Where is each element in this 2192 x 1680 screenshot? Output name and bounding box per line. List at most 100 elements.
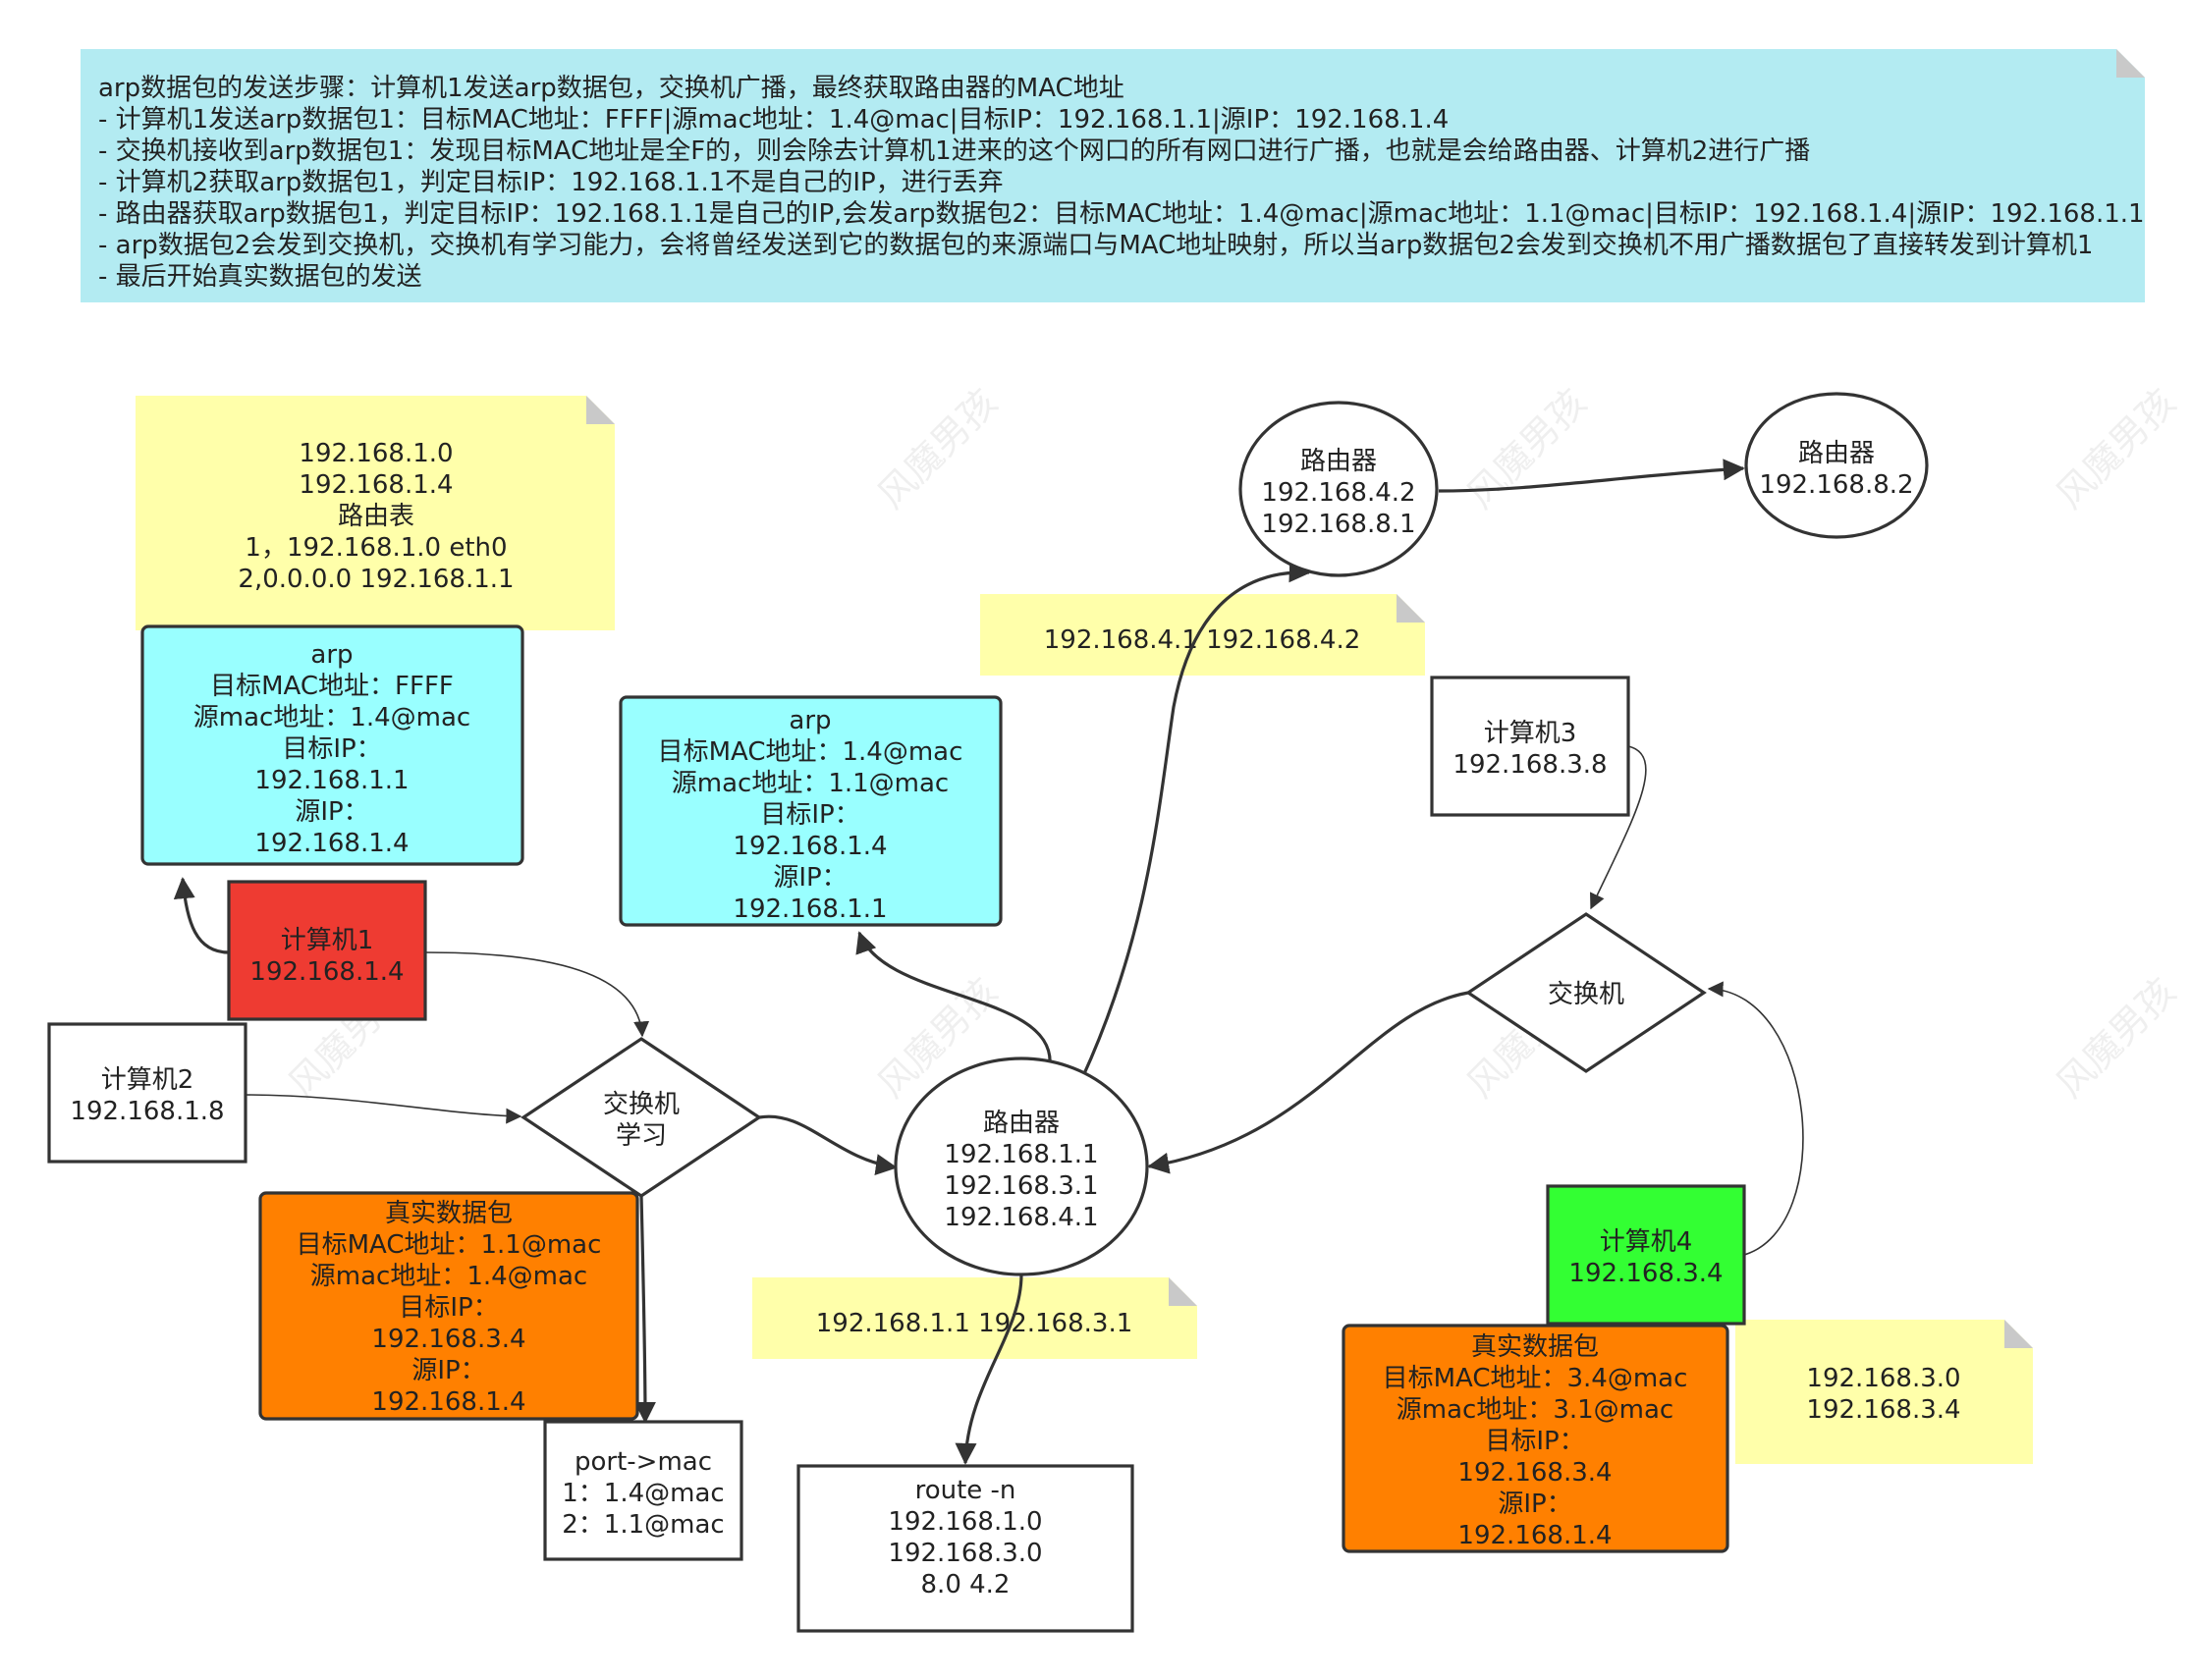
port-mac-node[interactable]: port->mac 1：1.4@mac 2：1.1@mac <box>543 1420 743 1561</box>
real-packet1-line-6: 源IP： <box>411 1356 485 1385</box>
real-packet2-box[interactable]: 真实数据包 目标MAC地址：3.4@mac 源mac地址：3.1@mac 目标I… <box>1342 1324 1729 1553</box>
router3-line-2: 192.168.8.2 <box>1759 470 1913 500</box>
arp2-line-4: 目标IP： <box>760 800 859 830</box>
route-n-line-1: route -n <box>915 1476 1016 1505</box>
edge-switch-to-portmac <box>633 1194 656 1424</box>
top-note-shape <box>81 49 2145 302</box>
port-mac-line-3: 2：1.1@mac <box>562 1510 724 1540</box>
real-packet1-line-5: 192.168.3.4 <box>371 1325 525 1354</box>
route-table-line-3: 路由表 <box>338 502 414 531</box>
arp2-box[interactable]: arp 目标MAC地址：1.4@mac 源mac地址：1.1@mac 目标IP：… <box>619 695 1003 927</box>
real-packet1-line-4: 目标IP： <box>399 1293 498 1323</box>
pc2-node[interactable]: 计算机2 192.168.1.8 <box>47 1022 247 1164</box>
edge-switch-to-router <box>758 1114 898 1175</box>
switch2-line-1: 交换机 <box>1548 980 1624 1009</box>
arp2-line-3: 源mac地址：1.1@mac <box>672 769 949 798</box>
watermark-3: 风魔男孩 <box>2048 381 2184 517</box>
switch-learn-line-2: 学习 <box>616 1121 667 1151</box>
router2-line-1: 路由器 <box>1300 447 1377 476</box>
pc1-node[interactable]: 计算机1 192.168.1.4 <box>227 880 427 1021</box>
edge-switch2-to-router <box>1147 991 1469 1174</box>
top-note-line-3: - 交换机接收到arp数据包1：发现目标MAC地址是全F的，则会除去计算机1进来… <box>98 136 1810 166</box>
arp1-line-2: 目标MAC地址：FFFF <box>210 672 454 701</box>
note-41-42: 192.168.4.1 192.168.4.2 <box>980 594 1425 676</box>
real-packet1-line-1: 真实数据包 <box>385 1199 513 1228</box>
top-note-fold <box>2116 49 2145 78</box>
pc4-line-1: 计算机4 <box>1600 1227 1693 1257</box>
pc4-line-2: 192.168.3.4 <box>1568 1259 1723 1288</box>
pc1-line-1: 计算机1 <box>281 926 374 955</box>
real-packet1-line-3: 源mac地址：1.4@mac <box>310 1262 587 1291</box>
real-packet2-line-6: 源IP： <box>1498 1490 1571 1519</box>
arp1-box[interactable]: arp 目标MAC地址：FFFF 源mac地址：1.4@mac 目标IP： 19… <box>140 624 524 866</box>
note-30-34-line-2: 192.168.3.4 <box>1806 1395 1960 1425</box>
arp2-line-6: 源IP： <box>773 863 847 893</box>
real-packet1-line-2: 目标MAC地址：1.1@mac <box>297 1230 602 1260</box>
switch-learn-node[interactable]: 交换机 学习 <box>521 1037 762 1198</box>
top-note-line-2: - 计算机1发送arp数据包1：目标MAC地址：FFFF|源mac地址：1.4@… <box>98 105 1449 135</box>
real-packet2-line-3: 源mac地址：3.1@mac <box>1397 1395 1673 1425</box>
real-packet2-line-5: 192.168.3.4 <box>1457 1458 1612 1488</box>
pc4-node[interactable]: 计算机4 192.168.3.4 <box>1546 1184 1746 1326</box>
router-main-line-4: 192.168.4.1 <box>944 1203 1098 1232</box>
switch-learn-line-1: 交换机 <box>603 1090 680 1119</box>
watermark-2: 风魔男孩 <box>1458 381 1595 517</box>
router2-node[interactable]: 路由器 192.168.4.2 192.168.8.1 <box>1238 401 1439 577</box>
note-30-34-line-1: 192.168.3.0 <box>1806 1364 1960 1393</box>
router2-line-2: 192.168.4.2 <box>1261 478 1415 508</box>
arp2-line-2: 目标MAC地址：1.4@mac <box>658 737 963 767</box>
switch2-node[interactable]: 交换机 <box>1465 912 1707 1073</box>
real-packet2-line-1: 真实数据包 <box>1471 1332 1599 1362</box>
pc2-line-2: 192.168.1.8 <box>70 1097 224 1126</box>
pc3-line-1: 计算机3 <box>1484 719 1577 748</box>
arp1-line-5: 192.168.1.1 <box>254 766 409 795</box>
router2-line-3: 192.168.8.1 <box>1261 510 1415 539</box>
top-note: arp数据包的发送步骤：计算机1发送arp数据包，交换机广播，最终获取路由器的M… <box>81 49 2145 302</box>
router-main-line-1: 路由器 <box>983 1109 1060 1138</box>
router3-line-1: 路由器 <box>1798 439 1875 468</box>
edge-router-to-routen <box>955 1274 1023 1465</box>
edge-pc1-to-switch <box>424 951 650 1038</box>
edge-pc4-to-switch2 <box>1707 981 1804 1256</box>
top-note-line-7: - 最后开始真实数据包的发送 <box>98 262 422 292</box>
route-table-line-2: 192.168.1.4 <box>299 470 453 500</box>
pc3-line-2: 192.168.3.8 <box>1452 750 1607 780</box>
arp1-line-6: 源IP： <box>295 797 368 827</box>
edge-pc2-to-switch <box>245 1094 522 1124</box>
edges <box>173 459 1804 1465</box>
route-n-node[interactable]: route -n 192.168.1.0 192.168.3.0 8.0 4.2 <box>796 1464 1134 1633</box>
arp1-line-1: arp <box>310 640 353 670</box>
port-mac-line-1: port->mac <box>575 1447 712 1477</box>
arp1-line-3: 源mac地址：1.4@mac <box>193 703 470 732</box>
top-note-line-4: - 计算机2获取arp数据包1，判定目标IP：192.168.1.1不是自己的I… <box>98 168 1004 197</box>
real-packet2-line-7: 192.168.1.4 <box>1457 1521 1612 1550</box>
router-main-node[interactable]: 路由器 192.168.1.1 192.168.3.1 192.168.4.1 <box>894 1057 1149 1276</box>
router3-node[interactable]: 路由器 192.168.8.2 <box>1744 392 1929 539</box>
router-main-line-3: 192.168.3.1 <box>944 1171 1098 1201</box>
edge-router-to-arp2 <box>855 931 1052 1066</box>
arp1-line-7: 192.168.1.4 <box>254 829 409 858</box>
pc2-line-1: 计算机2 <box>101 1065 194 1095</box>
real-packet1-line-7: 192.168.1.4 <box>371 1387 525 1417</box>
route-n-line-2: 192.168.1.0 <box>888 1507 1042 1537</box>
top-note-line-6: - arp数据包2会发到交换机，交换机有学习能力，会将曾经发送到它的数据包的来源… <box>98 231 2093 260</box>
note-30-34: 192.168.3.0 192.168.3.4 <box>1735 1320 2033 1464</box>
arp2-line-5: 192.168.1.4 <box>733 832 887 861</box>
route-table-line-4: 1，192.168.1.0 eth0 <box>245 533 507 563</box>
route-n-line-3: 192.168.3.0 <box>888 1539 1042 1568</box>
route-n-line-4: 8.0 4.2 <box>921 1570 1011 1599</box>
edge-router2-to-router3 <box>1438 459 1745 493</box>
real-packet1-box[interactable]: 真实数据包 目标MAC地址：1.1@mac 源mac地址：1.4@mac 目标I… <box>258 1191 639 1421</box>
arp1-line-4: 目标IP： <box>282 734 381 764</box>
route-table-line-1: 192.168.1.0 <box>299 439 453 468</box>
note-11-31-line: 192.168.1.1 192.168.3.1 <box>816 1309 1133 1338</box>
arp2-line-7: 192.168.1.1 <box>733 894 887 924</box>
note-11-31: 192.168.1.1 192.168.3.1 <box>752 1277 1197 1359</box>
router-main-line-2: 192.168.1.1 <box>944 1140 1098 1169</box>
top-note-line-5: - 路由器获取arp数据包1，判定目标IP：192.168.1.1是自己的IP,… <box>98 199 2145 229</box>
edge-router-to-router2 <box>1080 561 1311 1079</box>
real-packet2-line-2: 目标MAC地址：3.4@mac <box>1383 1364 1688 1393</box>
arp2-line-1: arp <box>789 706 831 735</box>
pc3-node[interactable]: 计算机3 192.168.3.8 <box>1430 676 1630 817</box>
